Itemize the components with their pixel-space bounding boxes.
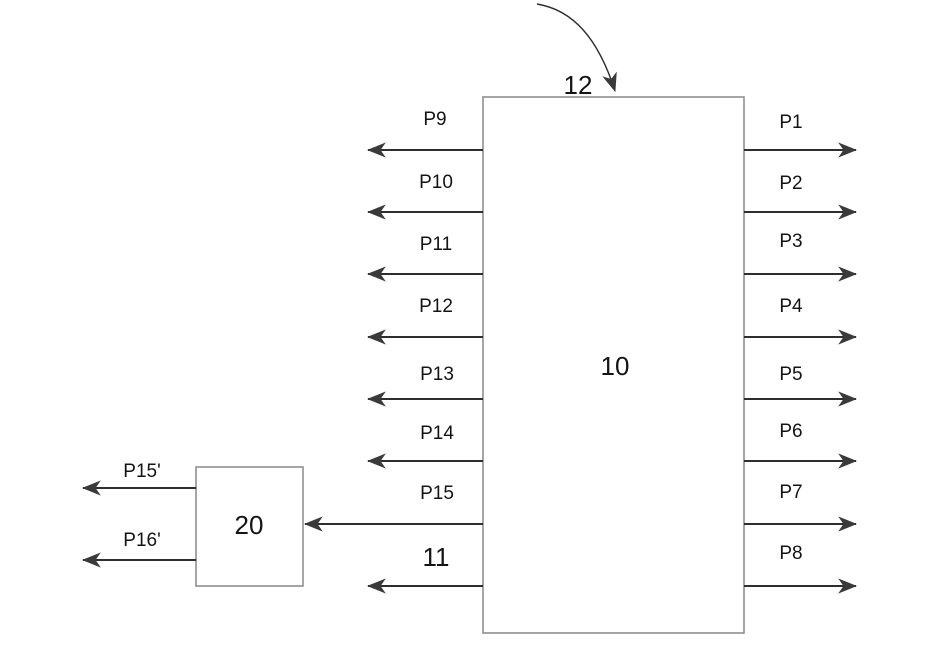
port-p1-label: P1 [779,112,802,133]
port-p4-label: P4 [779,296,803,317]
port-p12-label: P12 [419,296,453,317]
port-p11-label: P11 [420,234,452,255]
port-p6-label: P6 [779,421,802,442]
port-p10-label: P10 [419,172,453,193]
sub-block [195,466,304,587]
port-p14-label: P14 [420,423,454,444]
main-block [482,96,745,634]
main-block-label: 10 [601,351,630,381]
reference-pointer-arrow [536,3,617,93]
port-p16prime-label: P16' [123,530,160,551]
top-pointer-label: 12 [564,70,593,100]
port-p3-label: P3 [779,231,802,252]
port-p15-label: P15 [420,483,454,504]
port-p15prime-label: P15' [123,461,160,482]
bus-label: 11 [423,542,450,572]
port-p9-label: P9 [423,109,446,130]
port-p5-label: P5 [779,364,802,385]
port-p8-label: P8 [779,543,802,564]
port-p7-label: P7 [779,482,802,503]
port-p2-label: P2 [779,173,802,194]
sub-block-label: 20 [235,510,264,540]
port-p13-label: P13 [420,364,454,385]
